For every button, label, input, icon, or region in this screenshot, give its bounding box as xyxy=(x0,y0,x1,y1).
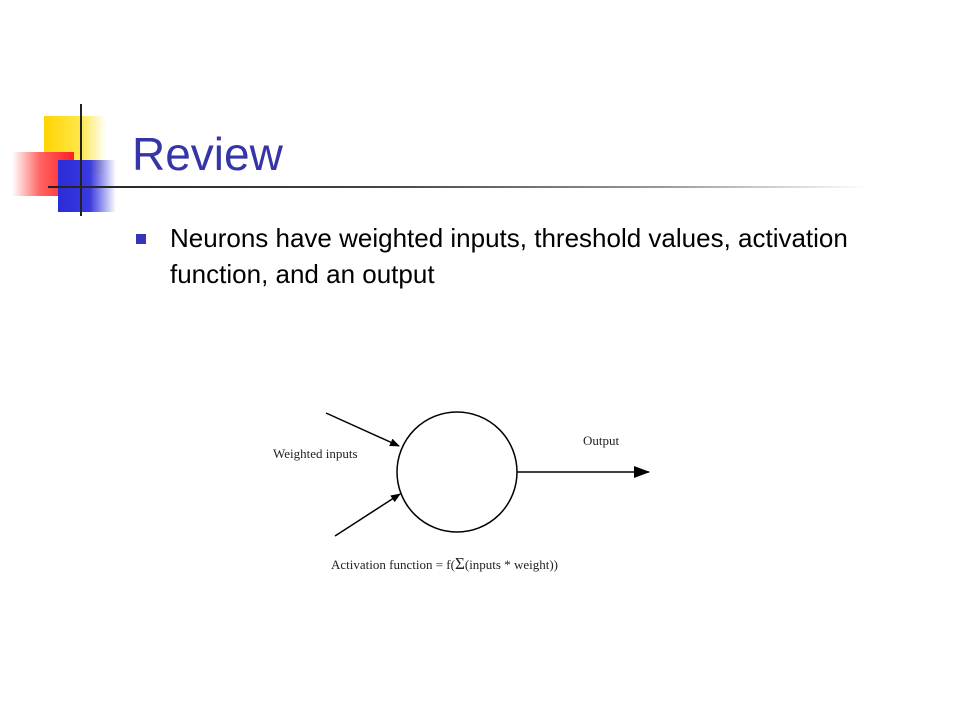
output-label: Output xyxy=(583,433,620,448)
title-underline xyxy=(48,186,868,188)
activation-suffix: (inputs * weight)) xyxy=(465,557,558,572)
input-arrow-top xyxy=(325,412,400,447)
logo-vertical-line xyxy=(80,104,82,216)
bullet-list: Neurons have weighted inputs, threshold … xyxy=(132,220,892,292)
input-arrow-bottom xyxy=(334,493,401,537)
square-bullet-icon xyxy=(136,234,146,244)
neuron-circle xyxy=(396,411,518,533)
sigma-icon: Σ xyxy=(455,554,465,573)
weighted-inputs-label: Weighted inputs xyxy=(273,446,358,461)
slide-title: Review xyxy=(132,128,283,180)
activation-function-label: Activation function = f(Σ(inputs * weigh… xyxy=(331,554,558,573)
bullet-text: Neurons have weighted inputs, threshold … xyxy=(170,223,848,289)
activation-prefix: Activation function = f( xyxy=(331,557,455,572)
bullet-item: Neurons have weighted inputs, threshold … xyxy=(132,220,892,292)
